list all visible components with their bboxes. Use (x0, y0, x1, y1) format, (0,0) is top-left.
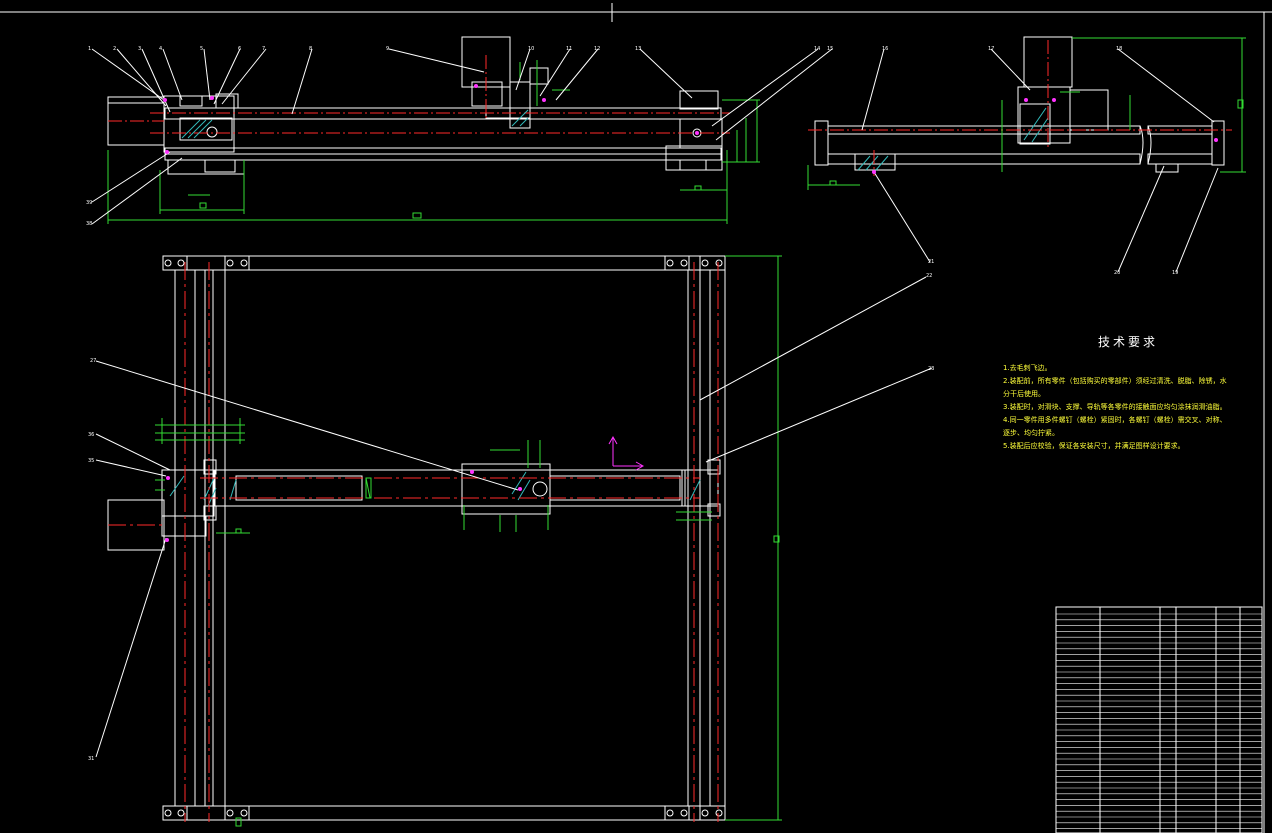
front-view-dimensions (107, 60, 760, 224)
callout-3: 3 (138, 46, 141, 52)
callout-15: 15 (827, 46, 833, 52)
technical-requirement-item: 4.同一零件用多件螺钉（螺栓）紧固时，各螺钉（螺栓）需交叉、对称、逐步、均匀拧紧… (1003, 416, 1227, 437)
callout-2: 2 (113, 46, 116, 52)
technical-requirement-item: 5.装配后应校验，保证各安装尺寸，并满足图样设计要求。 (1003, 442, 1185, 450)
plan-view-hatch (169, 471, 701, 507)
technical-requirements-list: 1.去毛刺飞边。 2.装配前，所有零件（包括购买的零部件）须经过清洗、脱脂、除锈… (1003, 362, 1233, 453)
plan-view-dimensions (155, 255, 782, 827)
front-view-leaders (91, 48, 833, 225)
callout-1: 1 (88, 46, 91, 52)
callout-17: 17 (988, 46, 994, 52)
callout-13: 13 (635, 46, 641, 52)
plan-view-markers (165, 470, 522, 542)
callout-21: 21 (928, 259, 934, 265)
callout-36: 36 (88, 432, 94, 438)
ucs-axis-icon (608, 435, 645, 471)
callout-14: 14 (814, 46, 820, 52)
callout-12: 12 (594, 46, 600, 52)
callout-31: 31 (88, 756, 94, 762)
technical-requirement-item: 3.装配时，对滑块、支撑、导轨等各零件的接触面应均匀涂抹润滑油脂。 (1003, 403, 1227, 411)
callout-19: 19 (1172, 270, 1178, 276)
plan-view-leaders (95, 276, 933, 758)
callout-18: 18 (1116, 46, 1122, 52)
callout-20: 20 (1114, 270, 1120, 276)
callout-10: 10 (528, 46, 534, 52)
technical-requirement-item: 1.去毛刺飞边。 (1003, 364, 1052, 372)
front-view-markers (163, 84, 699, 154)
plan-view-callout-labels: 22 23 27 36 35 31 (88, 273, 934, 762)
callout-6: 6 (238, 46, 241, 52)
callout-4: 4 (159, 46, 162, 52)
technical-requirements-title: 技术要求 (1098, 335, 1159, 349)
callout-38: 38 (86, 221, 92, 227)
side-view-markers (872, 98, 1218, 174)
callout-35: 35 (88, 458, 94, 464)
technical-requirement-item: 2.装配前，所有零件（包括购买的零部件）须经过清洗、脱脂、除锈，水分干后使用。 (1003, 377, 1227, 398)
bom-table (1055, 606, 1263, 833)
callout-16: 16 (882, 46, 888, 52)
side-view-top-right (814, 36, 1225, 173)
side-view-callout-labels: 16 17 18 21 20 19 (882, 46, 1178, 276)
plan-view-bolt-holes (164, 259, 723, 817)
side-view-dimensions (807, 37, 1246, 190)
callout-23: 23 (928, 366, 934, 372)
side-view-centerlines (808, 40, 1232, 176)
callout-7: 7 (262, 46, 265, 52)
drawing-border (0, 3, 1272, 833)
callout-5: 5 (200, 46, 203, 52)
plan-view (107, 255, 726, 821)
callout-8: 8 (309, 46, 312, 52)
front-view-top-left (107, 36, 723, 175)
plan-view-centerlines (108, 262, 719, 822)
side-view-leaders (861, 48, 1219, 273)
front-view-hatch (181, 109, 529, 139)
bom-table-rows (1056, 613, 1262, 829)
front-view-centerlines (108, 55, 730, 134)
callout-39: 39 (86, 200, 92, 206)
callout-22: 22 (926, 273, 932, 279)
front-view-callout-labels: 1 2 3 4 5 6 7 8 9 10 11 12 13 14 15 39 3… (86, 46, 833, 227)
callout-11: 11 (566, 46, 572, 52)
callout-27: 27 (90, 358, 96, 364)
callout-9: 9 (386, 46, 389, 52)
